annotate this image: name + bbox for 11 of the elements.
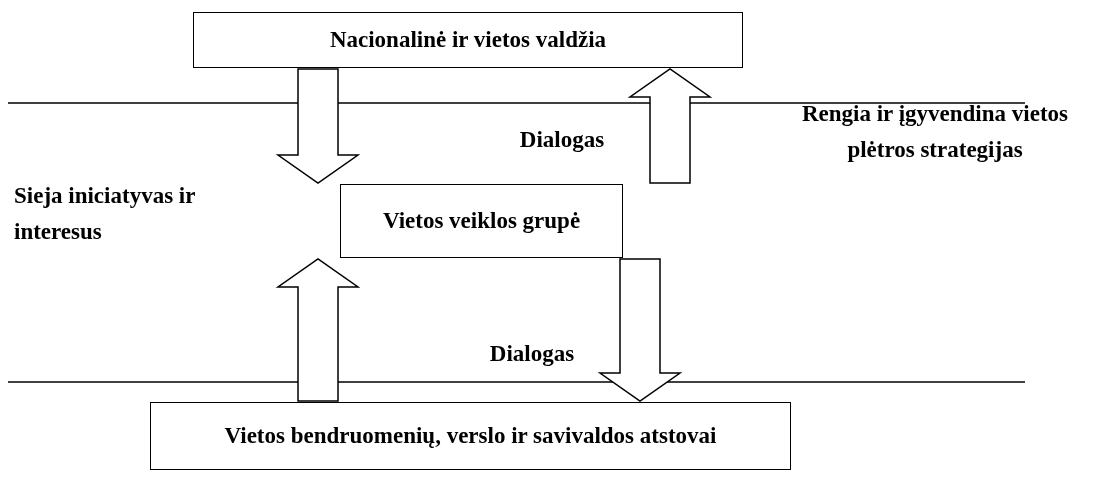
block-arrow bbox=[275, 258, 361, 402]
text-label: Sieja iniciatyvas ir interesus bbox=[14, 182, 196, 246]
text-box: Vietos bendruomenių, verslo ir savivaldos atstovai bbox=[150, 402, 791, 470]
text-label: Dialogas bbox=[488, 340, 576, 368]
block-arrow bbox=[627, 68, 713, 184]
text-label: Dialogas bbox=[518, 126, 606, 154]
text-box: Nacionalinė ir vietos valdžia bbox=[193, 12, 743, 68]
block-arrow bbox=[597, 258, 683, 402]
text-label: Rengia ir įgyvendina vietos plėtros strategijas bbox=[801, 100, 1069, 164]
text-box: Vietos veiklos grupė bbox=[340, 184, 623, 258]
block-arrow bbox=[275, 68, 361, 184]
